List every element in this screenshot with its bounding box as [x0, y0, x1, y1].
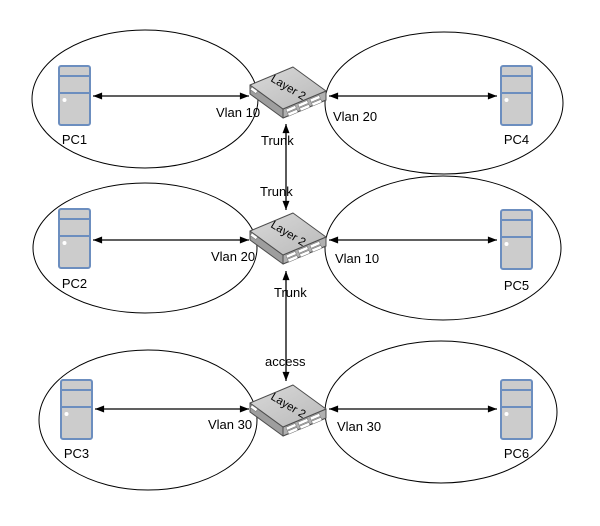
- vlan-ellipse-bottom-left: [38, 349, 258, 491]
- pc-icon-pc2: [59, 209, 90, 268]
- vlan-label-row3-left: Vlan 30: [208, 417, 253, 432]
- vlan-label-row2-right: Vlan 10: [335, 251, 380, 266]
- pc-icon-pc6: [501, 380, 532, 439]
- pc2-label: PC2: [61, 276, 88, 291]
- vlan-ellipse-middle-left: [32, 182, 258, 314]
- vlan-label-row2-left: Vlan 20: [211, 249, 256, 264]
- pc1-label: PC1: [61, 132, 88, 147]
- pc4-label: PC4: [503, 132, 530, 147]
- vlan-label-row1-left: Vlan 10: [216, 105, 261, 120]
- pc3-label: PC3: [63, 446, 90, 461]
- pc-icon-pc3: [61, 380, 92, 439]
- vlan-label-row3-right: Vlan 30: [337, 419, 382, 434]
- pc-icon-pc1: [59, 66, 90, 125]
- trunk-label-s1s2-lower: Trunk: [260, 184, 293, 199]
- trunk-label-s1s2-upper: Trunk: [261, 133, 294, 148]
- vlan-label-row1-right: Vlan 20: [333, 109, 378, 124]
- pc6-label: PC6: [503, 446, 530, 461]
- trunk-label-s2s3-upper: Trunk: [274, 285, 307, 300]
- vlan-ellipse-top-right: [324, 31, 564, 175]
- pc-icon-pc5: [501, 210, 532, 269]
- pc-icon-pc4: [501, 66, 532, 125]
- pc5-label: PC5: [503, 278, 530, 293]
- access-label-s2s3-lower: access: [265, 354, 306, 369]
- vlan-ellipse-middle-right: [324, 175, 562, 321]
